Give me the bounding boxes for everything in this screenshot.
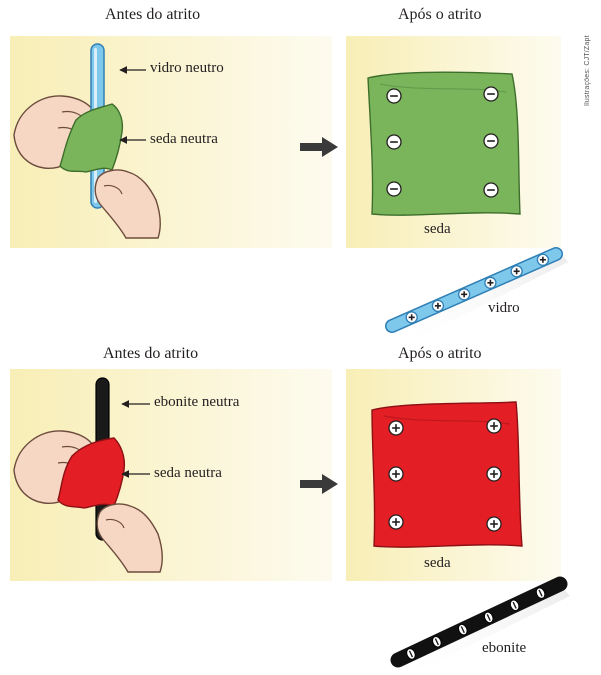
bottom-after-cloth-label: seda	[424, 555, 451, 572]
positive-charge	[487, 419, 501, 433]
negative-charge	[484, 87, 498, 101]
positive-charge	[432, 300, 443, 311]
positive-charge	[487, 517, 501, 531]
positive-charge	[389, 467, 403, 481]
positive-charge	[511, 266, 522, 277]
positive-charge	[459, 289, 470, 300]
top-rod-label: vidro neutro	[150, 60, 224, 77]
negative-charge	[387, 89, 401, 103]
positive-charge	[389, 421, 403, 435]
top-cloth-label: seda neutra	[150, 131, 218, 148]
bottom-rod-label: ebonite neutra	[154, 394, 239, 411]
top-after-rod-label: vidro	[488, 300, 520, 317]
bottom-after-rod-label: ebonite	[482, 640, 526, 657]
positive-charge	[487, 467, 501, 481]
negative-charge	[484, 134, 498, 148]
positive-charge	[406, 312, 417, 323]
positive-charge	[485, 277, 496, 288]
negative-charge	[484, 183, 498, 197]
positive-charge	[537, 254, 548, 265]
positive-charge	[389, 515, 403, 529]
bottom-cloth-label: seda neutra	[154, 465, 222, 482]
top-after-cloth-label: seda	[424, 221, 451, 238]
negative-charge	[387, 135, 401, 149]
negative-charge	[387, 182, 401, 196]
